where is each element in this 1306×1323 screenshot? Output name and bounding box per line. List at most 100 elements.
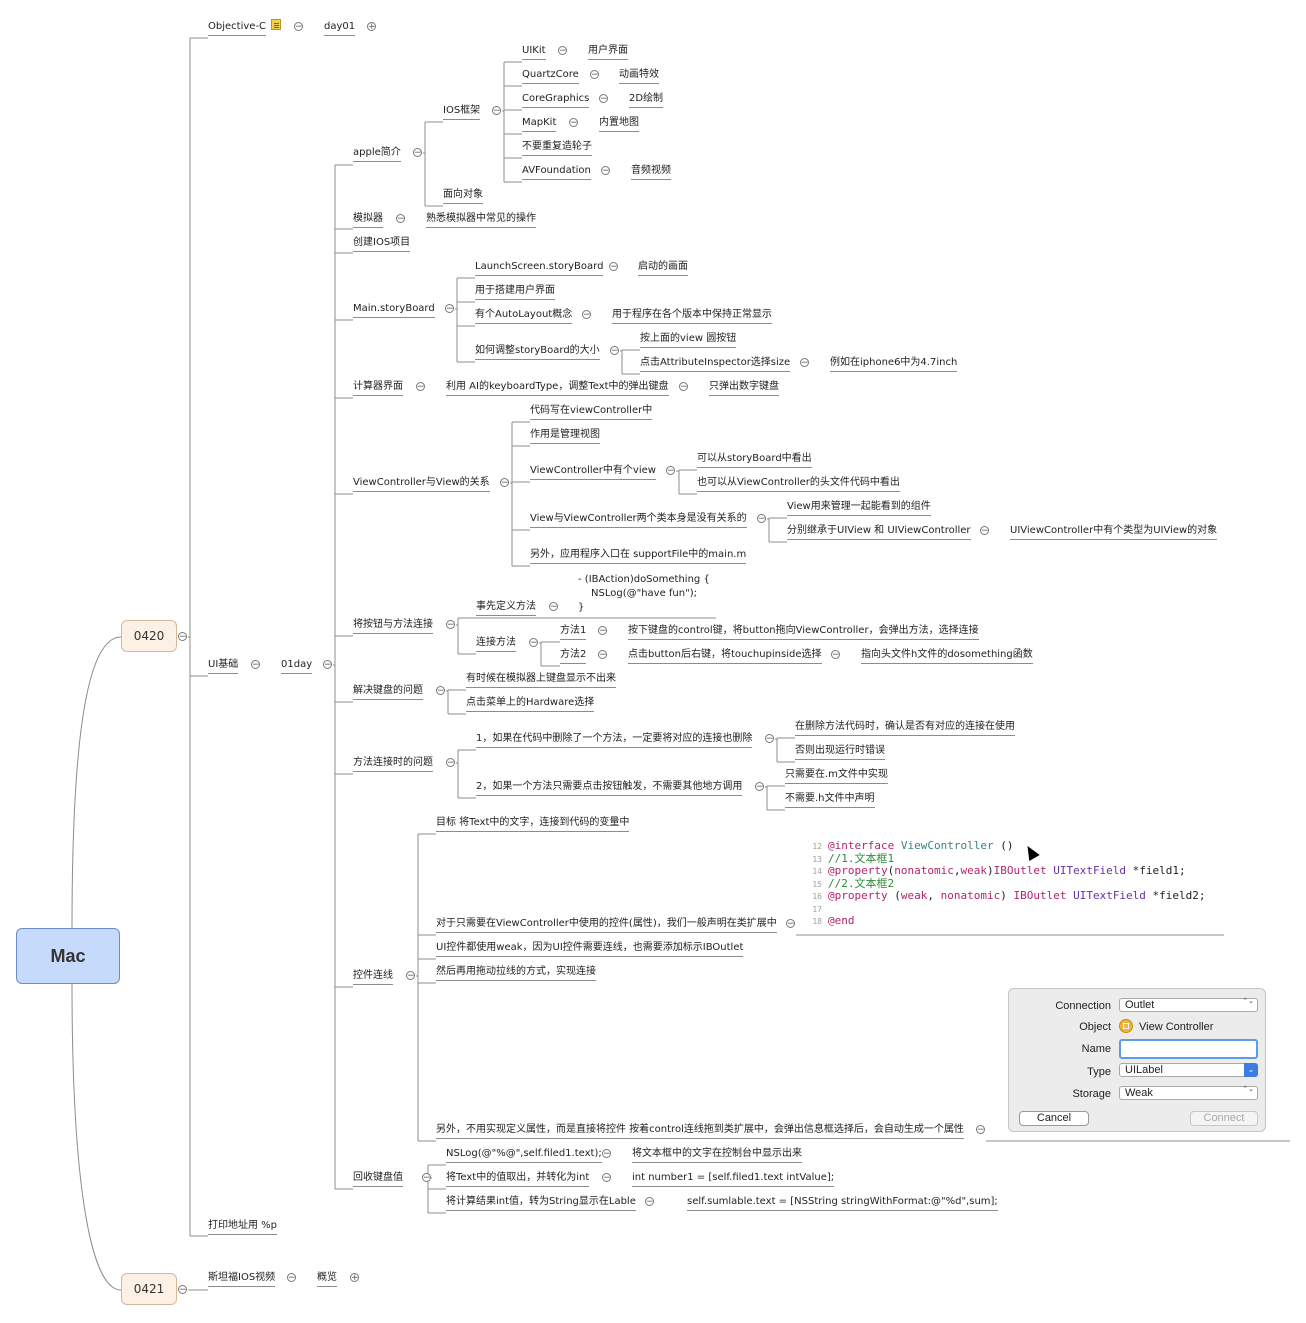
collapse-icon[interactable]: − (598, 650, 607, 660)
connection-select[interactable]: Outlet⌃⌄ (1119, 998, 1258, 1012)
topic-maps[interactable]: 内置地图 (599, 116, 639, 132)
type-select[interactable]: UILabel⌄ (1119, 1063, 1258, 1077)
topic-sim-ops[interactable]: 熟悉模拟器中常见的操作 (426, 212, 536, 228)
topic-day-0420[interactable]: 0420 (121, 620, 177, 652)
topic-calculator[interactable]: 计算器界面 (353, 380, 403, 396)
topic-oop[interactable]: 面向对象 (443, 188, 483, 204)
topic-audio-video[interactable]: 音频视频 (631, 164, 671, 180)
topic-manage-view[interactable]: 作用是管理视图 (530, 428, 600, 444)
topic-apple-intro[interactable]: apple简介 (353, 146, 401, 162)
topic-ui[interactable]: 用户界面 (588, 44, 628, 60)
collapse-icon[interactable]: − (590, 70, 599, 80)
collapse-icon[interactable]: − (800, 358, 809, 368)
topic-launchscreen[interactable]: LaunchScreen.storyBoard (475, 260, 604, 276)
topic-no-wheel[interactable]: 不要重复造轮子 (522, 140, 592, 156)
topic-hardware-menu[interactable]: 点击菜单上的Hardware选择 (466, 696, 595, 712)
collapse-icon[interactable]: − (786, 919, 795, 929)
topic-dosomething-code[interactable]: - (IBAction)doSomething { (578, 574, 710, 585)
topic-weak-iboutlet[interactable]: UI控件都使用weak，因为UI控件需要连线，也需要添加标示IBOutlet (436, 941, 744, 957)
topic-method2[interactable]: 方法2 (560, 648, 587, 664)
topic-connect-method[interactable]: 连接方法 (476, 636, 516, 652)
collapse-icon[interactable]: − (436, 686, 445, 696)
topic-to-string[interactable]: 将计算结果int值，转为String显示在Lable (446, 1195, 636, 1211)
collapse-icon[interactable]: − (445, 304, 454, 314)
collapse-icon[interactable]: − (645, 1197, 654, 1207)
collapse-icon[interactable]: − (323, 660, 332, 670)
topic-keyboardtype[interactable]: 利用 AI的keyboardType，调整Text中的弹出键盘 (446, 380, 669, 396)
topic-dismiss-keyboard[interactable]: 回收键盘值 (353, 1171, 403, 1187)
topic-connection-issue[interactable]: 方法连接时的问题 (353, 756, 433, 772)
collapse-icon[interactable]: − (500, 478, 509, 488)
collapse-icon[interactable]: − (666, 466, 675, 476)
topic-build-ui[interactable]: 用于搭建用户界面 (475, 284, 555, 300)
collapse-icon[interactable]: − (446, 758, 455, 768)
topic-method2-target[interactable]: 指向头文件h文件的dosomething函数 (861, 648, 1033, 664)
collapse-icon[interactable]: − (251, 660, 260, 670)
collapse-icon[interactable]: − (558, 46, 567, 56)
collapse-icon[interactable]: − (980, 526, 989, 536)
topic-resize-storyboard[interactable]: 如何调整storyBoard的大小 (475, 344, 600, 360)
topic-class-extension[interactable]: 对于只需要在ViewController中使用的控件(属性)，我们一般声明在类扩… (436, 917, 777, 933)
collapse-icon[interactable]: − (755, 782, 764, 792)
topic-from-header[interactable]: 也可以从ViewController的头文件代码中看出 (697, 476, 900, 492)
topic-mapkit[interactable]: MapKit (522, 116, 557, 132)
topic-goal[interactable]: 目标 将Text中的文字，连接到代码的变量中 (436, 816, 630, 832)
root-topic[interactable]: Mac (16, 928, 120, 984)
topic-autolayout[interactable]: 有个AutoLayout概念 (475, 308, 573, 324)
collapse-icon[interactable]: − (602, 1173, 611, 1183)
collapse-icon[interactable]: − (831, 650, 840, 660)
topic-animation[interactable]: 动画特效 (619, 68, 659, 84)
expand-icon[interactable]: + (367, 22, 376, 32)
storage-select[interactable]: Weak⌃⌄ (1119, 1086, 1258, 1100)
topic-ui-basics[interactable]: UI基础 (208, 658, 239, 674)
topic-uikit[interactable]: UIKit (522, 44, 546, 60)
topic-keyboard-issue[interactable]: 解决键盘的问题 (353, 684, 423, 700)
topic-view-vc-unrelated[interactable]: View与ViewController两个类本身是没有关系的 (530, 512, 747, 528)
topic-iphone6[interactable]: 例如在iphone6中为4.7inch (830, 356, 958, 372)
note-icon[interactable] (271, 19, 281, 30)
collapse-icon[interactable]: − (598, 626, 607, 636)
topic-nslog[interactable]: NSLog(@"%@",self.filed1.text); (446, 1147, 602, 1163)
topic-stanford[interactable]: 斯坦福IOS视频 (208, 1271, 276, 1287)
topic-to-int[interactable]: 将Text中的值取出，并转化为int (446, 1171, 590, 1187)
collapse-icon[interactable]: − (599, 94, 608, 104)
topic-int-value[interactable]: int number1 = [self.filed1.text intValue… (632, 1171, 835, 1187)
collapse-icon[interactable]: − (602, 1149, 611, 1159)
topic-method1[interactable]: 方法1 (560, 624, 587, 640)
topic-button-method[interactable]: 将按钮与方法连接 (353, 618, 433, 634)
collapse-icon[interactable]: − (413, 148, 422, 158)
topic-drag-connect[interactable]: 然后再用拖动拉线的方式，实现连接 (436, 965, 596, 981)
collapse-icon[interactable]: − (287, 1273, 296, 1283)
topic-check-connection[interactable]: 在删除方法代码时，确认是否有对应的连接在使用 (795, 720, 1015, 736)
collapse-icon[interactable]: − (569, 118, 578, 128)
topic-autolayout-desc[interactable]: 用于程序在各个版本中保持正常显示 (612, 308, 772, 324)
collapse-icon[interactable]: − (549, 602, 558, 612)
topic-attribute-inspector[interactable]: 点击AttributeInspector选择size (640, 356, 791, 372)
topic-dosomething-code[interactable]: } (578, 602, 585, 613)
topic-inheritance[interactable]: 分别继承于UIView 和 UIViewController (787, 524, 971, 540)
collapse-icon[interactable]: − (976, 1125, 985, 1135)
topic-launch-screen[interactable]: 启动的画面 (638, 260, 688, 276)
topic-ios-frameworks[interactable]: IOS框架 (443, 104, 481, 120)
topic-quartzcore[interactable]: QuartzCore (522, 68, 579, 84)
topic-simulator[interactable]: 模拟器 (353, 212, 383, 228)
topic-from-storyboard[interactable]: 可以从storyBoard中看出 (697, 452, 812, 468)
topic-no-h-decl[interactable]: 不需要.h文件中声明 (785, 792, 875, 808)
collapse-icon[interactable]: − (582, 310, 591, 320)
topic-auto-property[interactable]: 另外，不用实现定义属性，而是直接将控件 按着control连线拖到类扩展中，会弹… (436, 1123, 964, 1139)
topic-2d-drawing[interactable]: 2D绘制 (629, 92, 664, 108)
topic-nslog-desc[interactable]: 将文本框中的文字在控制台中显示出来 (632, 1147, 802, 1163)
topic-dosomething-code[interactable]: NSLog(@"have fun"); (591, 588, 697, 599)
collapse-icon[interactable]: − (609, 262, 618, 272)
collapse-icon[interactable]: − (765, 734, 774, 744)
topic-runtime-error[interactable]: 否则出现运行时错误 (795, 744, 885, 760)
connect-button[interactable]: Connect (1190, 1111, 1258, 1126)
topic-uiview-object[interactable]: UIViewController中有个类型为UIView的对象 (1010, 524, 1218, 540)
topic-create-project[interactable]: 创建IOS项目 (353, 236, 411, 252)
topic-code-in-vc[interactable]: 代码写在viewController中 (530, 404, 653, 420)
topic-control-outlet[interactable]: 控件连线 (353, 969, 393, 985)
topic-overview[interactable]: 概览 (317, 1271, 337, 1287)
collapse-icon[interactable]: − (294, 22, 303, 32)
collapse-icon[interactable]: − (422, 1173, 431, 1183)
cancel-button[interactable]: Cancel (1019, 1111, 1089, 1126)
